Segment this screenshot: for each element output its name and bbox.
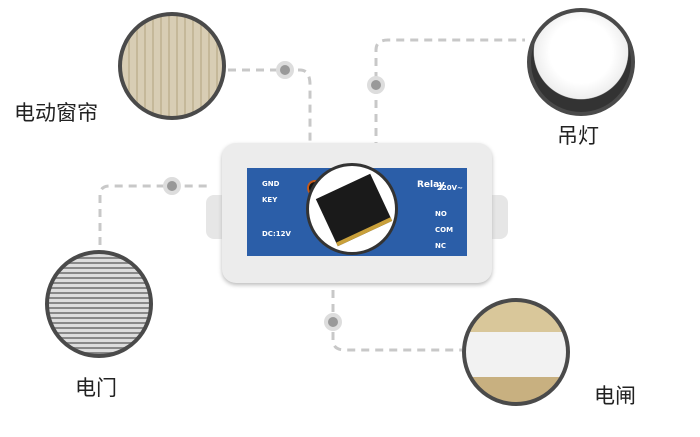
label-door: 电门 (75, 376, 117, 400)
dot (367, 76, 385, 94)
no-label: NO (435, 210, 447, 218)
dot (276, 61, 294, 79)
relay-label: Relay (417, 180, 445, 190)
label-breaker: 电闸 (594, 384, 636, 408)
gnd-label: GND (262, 180, 280, 188)
breaker-image (462, 298, 570, 406)
curtain-image (118, 12, 226, 120)
dot (324, 313, 342, 331)
relay-device: GND KEY DC:12V Relay 220V~ NO COM NC (222, 143, 492, 283)
lamp-image (527, 8, 635, 116)
voltage-label: 220V~ (437, 184, 463, 192)
key-label: KEY (262, 196, 278, 204)
label-lamp: 吊灯 (557, 124, 599, 148)
rf-module-image (306, 163, 398, 255)
door-image (45, 250, 153, 358)
nc-label: NC (435, 242, 446, 250)
com-label: COM (435, 226, 454, 234)
label-curtain: 电动窗帘 (14, 101, 98, 125)
dot (163, 177, 181, 195)
dc-label: DC:12V (262, 230, 291, 238)
